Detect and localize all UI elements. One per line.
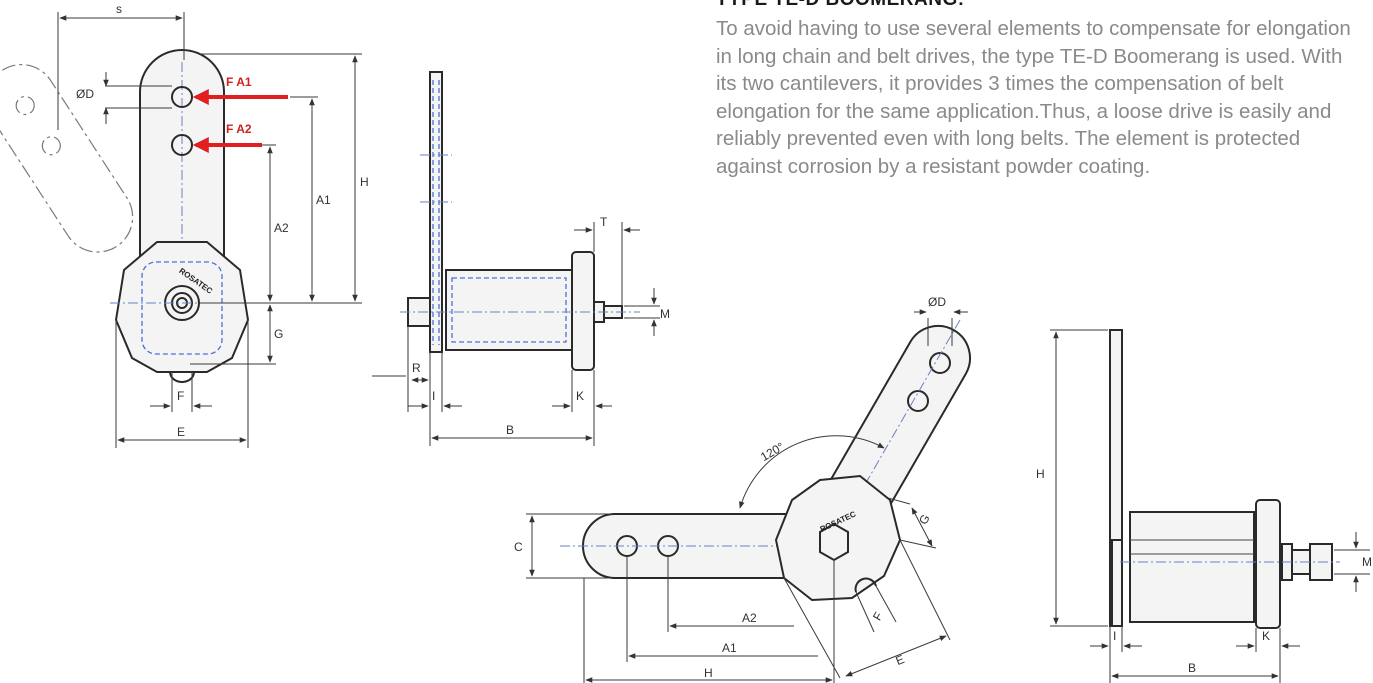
angle-label: 120°: [758, 439, 787, 464]
dim-g-label: G: [274, 327, 283, 341]
dim-a2-label: A2: [274, 221, 289, 235]
side2-dim-m-label: M: [1362, 555, 1372, 569]
side-body: [445, 269, 573, 351]
boom-dim-e-label: E: [894, 652, 907, 668]
side-flange: [571, 251, 595, 371]
product-description: To avoid having to use several elements …: [716, 17, 1351, 178]
boomerang-hub: [774, 474, 902, 602]
boom-dim-d-label: ØD: [928, 295, 946, 309]
side2-body: [1129, 511, 1255, 623]
boom-dim-a1-label: A1: [722, 641, 737, 655]
side-lever-plate: [429, 71, 443, 353]
side-dim-t-label: T: [600, 215, 608, 229]
side2-dim-b-label: B: [1188, 661, 1196, 675]
side2-dim-k-label: K: [1262, 629, 1270, 643]
side-view: T M R I K B: [372, 71, 670, 446]
side-dim-r-label: R: [412, 361, 421, 375]
dim-f-label: F: [177, 389, 184, 403]
side-dim-i-label: I: [432, 389, 435, 403]
description-block: TYPE TE-D BOOMERANG: To avoid having to …: [716, 0, 1366, 180]
product-title: TYPE TE-D BOOMERANG:: [716, 0, 1366, 11]
dim-s-label: s: [116, 2, 122, 16]
dim-e-label: E: [177, 425, 185, 439]
force-label-a1: F A1: [226, 75, 252, 89]
hole-a1: [171, 86, 193, 108]
dim-h-label: H: [360, 175, 369, 189]
side2-dim-i-label: I: [1113, 629, 1116, 643]
boom-dim-c-label: C: [514, 540, 523, 554]
side-dim-m-label: M: [660, 307, 670, 321]
side-dim-b-label: B: [506, 423, 514, 437]
boom-dim-h-label: H: [704, 666, 713, 680]
boom-dim-f-label: F: [870, 610, 886, 623]
dim-a1-label: A1: [316, 193, 331, 207]
boom-dim-a2-label: A2: [742, 611, 757, 625]
front-view: ROSATEC F A1 F A2 s ØD H A1 A2 G: [0, 2, 369, 448]
boom-dim-g-label: G: [916, 512, 933, 527]
side2-dim-h-label: H: [1036, 467, 1045, 481]
side-dim-k-label: K: [576, 389, 584, 403]
ghost-lever: [0, 64, 134, 253]
dim-d-label: ØD: [76, 87, 94, 101]
hole-a2: [171, 134, 193, 156]
side2-flange: [1255, 499, 1281, 629]
boomerang-view: ROSATEC ØD 120° C G F E: [514, 295, 971, 683]
force-label-a2: F A2: [226, 122, 252, 136]
side-view-2: H M I K B: [1036, 329, 1372, 683]
